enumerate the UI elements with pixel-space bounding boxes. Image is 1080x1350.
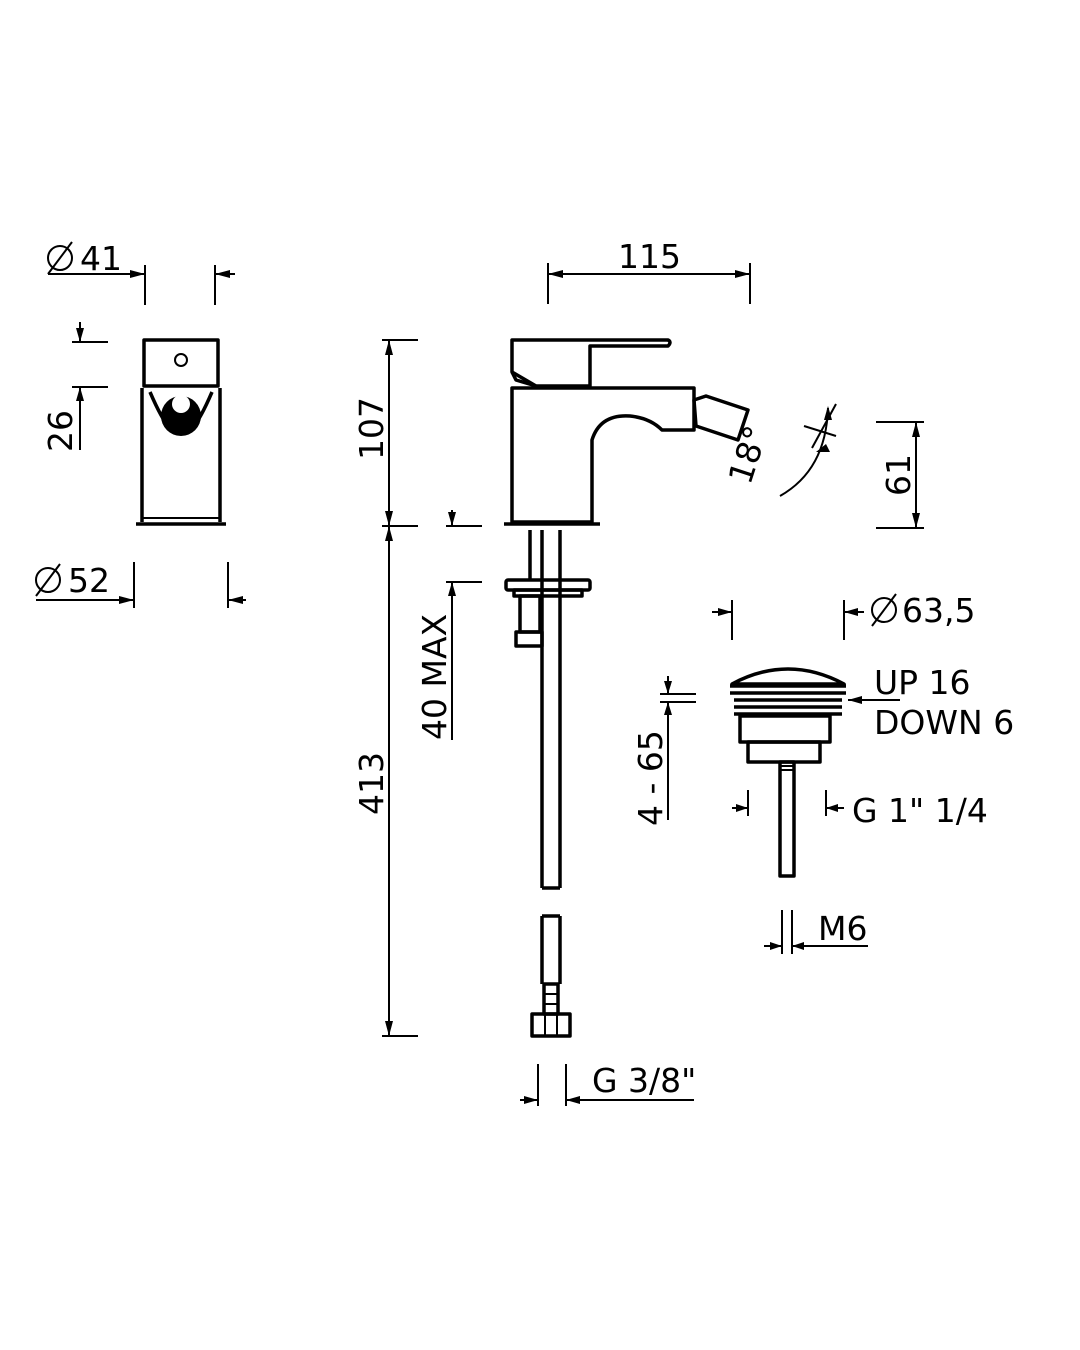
front-view: 41 26	[35, 239, 246, 608]
dim-label-4-65: 4 - 65	[631, 730, 670, 826]
side-view: 115 107 413	[352, 237, 924, 1106]
label-up16: UP 16	[874, 663, 971, 702]
dim-label-26: 26	[41, 410, 80, 452]
dimension-m6: M6	[764, 909, 868, 954]
dimension-413: 413	[352, 526, 418, 1037]
front-body	[136, 338, 226, 526]
dim-label-dia63: 63,5	[902, 591, 975, 630]
dim-label-107: 107	[352, 397, 391, 460]
diameter-symbol-icon	[47, 241, 73, 275]
dim-label-dia52: 52	[68, 561, 110, 600]
dim-label-61: 61	[879, 454, 918, 496]
dimension-angle-18: 18°	[721, 403, 837, 497]
dimension-diameter-63-5: 63,5	[712, 591, 975, 640]
dimension-107: 107	[352, 339, 418, 527]
stroke-note: UP 16 DOWN 6	[848, 663, 1014, 742]
dimension-4-65: 4 - 65	[631, 676, 696, 826]
dimension-115: 115	[547, 237, 751, 304]
dim-label-angle18: 18°	[721, 421, 776, 489]
dimension-26: 26	[41, 322, 108, 452]
drain-body	[730, 667, 846, 878]
dim-label-g1-14: G 1" 1/4	[852, 791, 988, 830]
mixer-body	[504, 338, 750, 1038]
dim-label-g38: G 3/8"	[592, 1061, 696, 1100]
dim-label-40max: 40 MAX	[415, 614, 454, 740]
dimension-g-3-8: G 3/8"	[520, 1061, 696, 1106]
dimension-diameter-41: 41	[47, 239, 235, 305]
diameter-symbol-icon	[35, 563, 61, 597]
dimension-61: 61	[876, 421, 924, 529]
dimension-40-max: 40 MAX	[415, 510, 482, 740]
dimension-g-1-1-4: G 1" 1/4	[732, 790, 988, 830]
diameter-symbol-icon	[871, 593, 897, 627]
dim-label-m6: M6	[818, 909, 867, 948]
dimension-diameter-52: 52	[35, 561, 246, 608]
dim-label-115: 115	[618, 237, 681, 276]
waste-detail: 63,5 UP 16 DOWN 6	[631, 591, 1014, 954]
dim-label-413: 413	[352, 752, 391, 815]
dim-label-dia41: 41	[80, 239, 122, 278]
label-down6: DOWN 6	[874, 703, 1014, 742]
